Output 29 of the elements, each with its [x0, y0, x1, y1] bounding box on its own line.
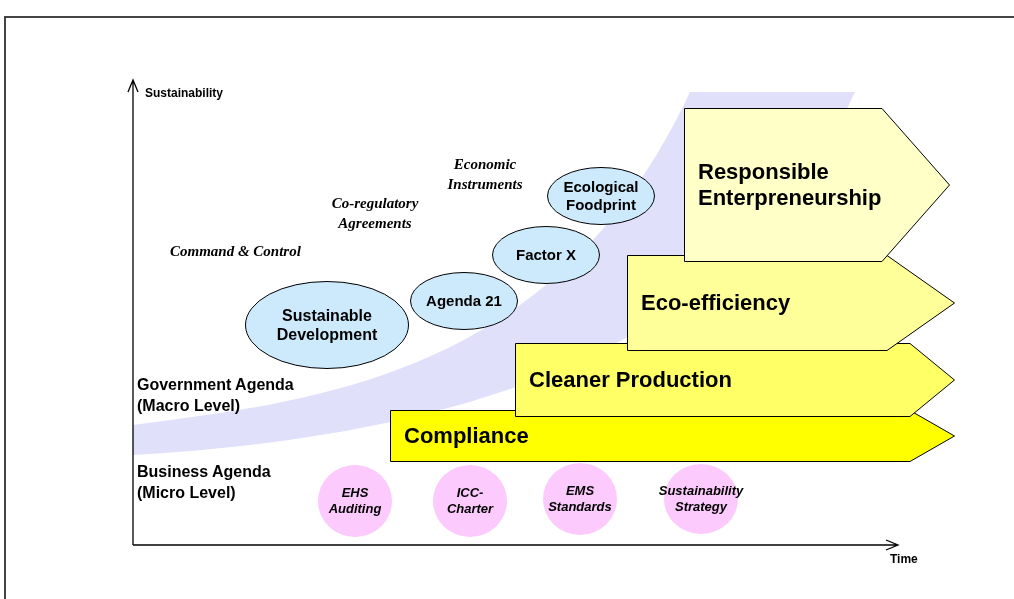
- ellipse-node: [492, 226, 600, 284]
- policy-instrument-label: Economic Instruments: [446, 155, 524, 194]
- agenda-label: Business Agenda (Micro Level): [137, 462, 272, 503]
- agenda-label: Government Agenda (Macro Level): [137, 375, 295, 416]
- arrow-band: [515, 343, 955, 417]
- circle-node: [543, 463, 617, 535]
- ellipse-node: [245, 281, 409, 369]
- node-text: Sustainability Strategy: [658, 483, 744, 515]
- node-text: Agenda 21: [425, 292, 503, 310]
- arrow-band: [684, 108, 950, 262]
- node-text: EHS Auditing: [327, 485, 383, 517]
- circle-node: [318, 465, 392, 537]
- node-text: Compliance: [404, 422, 529, 450]
- node-text: Ecological Foodprint: [562, 178, 640, 214]
- axis-label: Time: [890, 552, 919, 568]
- node-text: Sustainable Development: [275, 305, 379, 345]
- node-text: ICC-Charter: [445, 485, 495, 517]
- policy-instrument-label: Command & Control: [170, 242, 302, 261]
- node-text: EMS Standards: [547, 483, 613, 515]
- node-text: Responsible Enterpreneurship: [698, 158, 883, 212]
- node-text: Cleaner Production: [529, 366, 732, 394]
- node-text: Factor X: [515, 246, 577, 264]
- node-text: Eco-efficiency: [641, 289, 791, 317]
- axis-label: Sustainability: [145, 86, 225, 102]
- ellipse-node: [547, 167, 655, 225]
- circle-node: [433, 465, 507, 537]
- arrow-band: [627, 255, 955, 351]
- ellipse-node: [410, 272, 518, 330]
- policy-instrument-label: Co-regulatory Agreements: [330, 194, 420, 233]
